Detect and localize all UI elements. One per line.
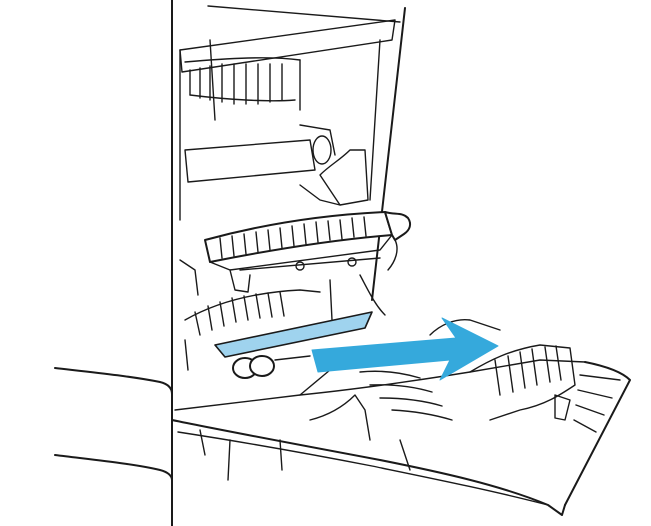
feed-rollers xyxy=(232,355,311,379)
jammed-paper xyxy=(214,311,373,358)
paper-sheet-icon xyxy=(214,311,373,358)
pull-direction-arrow xyxy=(311,317,499,381)
printer-body xyxy=(54,0,406,526)
pull-direction-arrow-icon xyxy=(311,317,499,381)
lower-guide xyxy=(184,274,386,371)
interior-frame xyxy=(179,5,401,221)
fuser-assembly xyxy=(179,211,412,296)
